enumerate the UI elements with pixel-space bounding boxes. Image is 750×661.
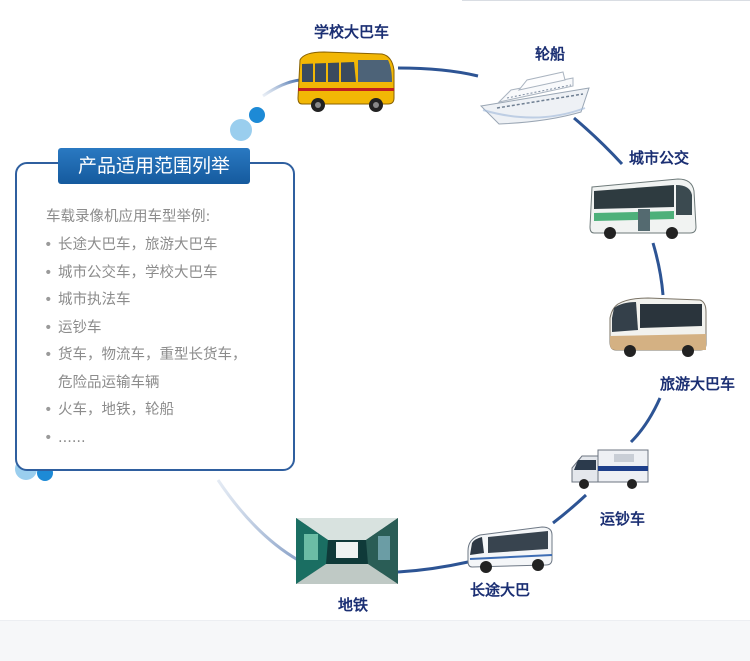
bullet-icon: • [44,237,53,253]
arc-cashtruck-coach [552,493,588,525]
label-city-bus: 城市公交 [629,149,690,167]
list-item: •...... [44,425,247,453]
subway-icon [296,518,398,584]
list-item-continuation: 危险品运输车辆 [58,374,160,391]
bubble-decoration-top [230,107,265,141]
coach-icon [467,526,553,573]
vehicle-list: •长途大巴车，旅游大巴车 •城市公交车，学校大巴车 •城市执法车 •运钞车 •货… [44,232,247,452]
label-ship: 轮船 [535,45,566,63]
label-school-bus: 学校大巴车 [314,23,390,41]
list-item: •火车，地铁，轮船 [44,397,247,425]
bullet-icon: • [44,319,53,336]
top-divider [462,0,750,1]
arc-bus-ship [397,66,479,78]
arc-left-bottom [216,479,299,562]
bullet-icon: • [44,429,53,446]
arc-left-top [262,78,301,98]
arc-tourbus-cashtruck [629,397,662,444]
arc-citybus-tourbus [651,242,665,296]
label-subway: 地铁 [338,596,369,614]
ship-icon [479,71,590,125]
cash-truck-icon [571,449,649,489]
label-tour-bus: 旅游大巴车 [660,375,736,393]
panel-intro: 车载录像机应用车型举例: [46,209,211,225]
school-bus-icon [297,51,395,112]
panel-title: 产品适用范围列举 [58,148,250,184]
arc-coach-subway [397,560,469,574]
list-item: •城市公交车，学校大巴车 [44,260,247,288]
list-item: •城市执法车 [44,287,247,315]
label-coach: 长途大巴 [470,581,531,599]
tour-bus-icon [609,297,707,357]
list-item: •运钞车 [44,315,247,343]
list-item: •货车，物流车，重型长货车， [44,342,247,370]
bullet-icon: • [44,292,53,308]
bottom-band [0,620,750,661]
label-cash-truck: 运钞车 [600,510,646,528]
list-item: •长途大巴车，旅游大巴车 [44,232,247,260]
city-bus-icon [589,178,697,239]
bullet-icon: • [44,402,53,418]
arc-ship-citybus [573,116,624,166]
bullet-icon: • [44,264,53,281]
bullet-icon: • [44,347,53,363]
